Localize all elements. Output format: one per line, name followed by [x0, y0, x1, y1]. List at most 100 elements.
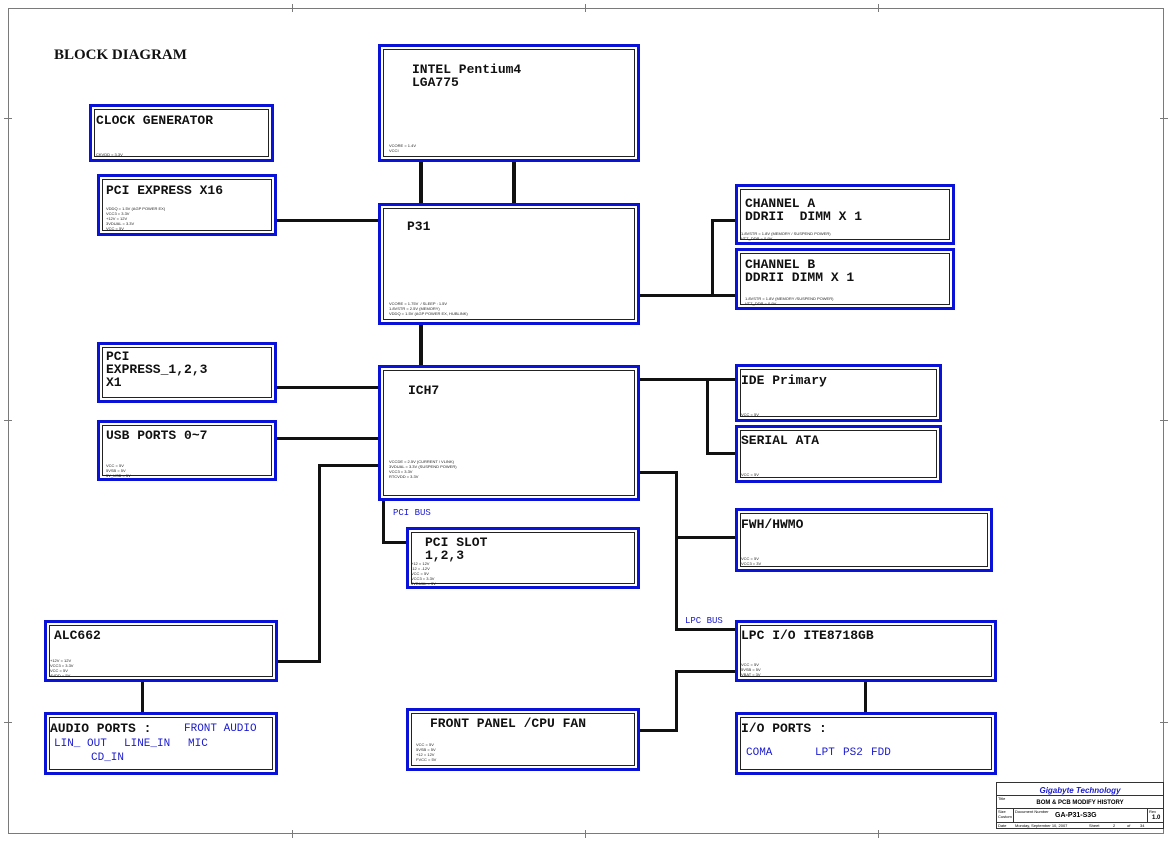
clock-generator-notes: CKVDD = 3.3V: [96, 152, 123, 157]
date-label: Date: [998, 823, 1007, 828]
cpu-block: [378, 44, 640, 162]
border-tick: [292, 830, 293, 838]
alc662-notes: +12V = 12V VCC3 = 3.3V VCC = 5V AVDD = 5…: [50, 658, 74, 678]
border-tick: [878, 830, 879, 838]
channel-b-block: [735, 248, 955, 310]
document-number: GA-P31-S3G: [1055, 812, 1097, 819]
usb-ports-notes: VCC = 5V 5VSB = 5V 5V_USB = 5V: [106, 463, 131, 478]
fwh-block: [735, 508, 993, 572]
diagram-heading: BLOCK DIAGRAM: [54, 47, 187, 63]
docnum-label-text: Document Number: [1015, 809, 1049, 814]
audio-item-mic: MIC: [188, 738, 208, 750]
usb-ports-title: USB PORTS 0~7: [106, 428, 208, 443]
title-subtitle: BOM & PCB MODIFY HISTORY: [1036, 800, 1124, 806]
audio-ports-title: AUDIO PORTS :: [50, 721, 152, 736]
lpc-io-title: LPC I/O ITE8718GB: [741, 628, 874, 643]
p31-block: [378, 203, 640, 325]
channel-a-block: [735, 184, 955, 245]
ich7-title: ICH7: [408, 383, 440, 398]
border-tick: [4, 722, 12, 723]
wire-ich7-ide: [640, 378, 735, 381]
wire-front-lpcio: [640, 729, 678, 732]
wire-pci-bus: [382, 500, 385, 543]
wire-ide-sata: [706, 378, 709, 455]
border-tick: [1160, 118, 1168, 119]
front-panel-title: FRONT PANEL /CPU FAN: [430, 716, 587, 731]
wire-lpc-fwh: [675, 536, 735, 539]
sheet-of-label: of: [1127, 823, 1131, 828]
rev-value: 1.0: [1152, 815, 1161, 821]
pci-bus-label: PCI BUS: [393, 508, 431, 518]
wire-ich7-sata: [706, 452, 735, 455]
lpc-bus-label: LPC BUS: [685, 616, 723, 626]
ide-notes: VCC = 5V: [741, 412, 759, 417]
wire-pcie123-ich7: [276, 386, 378, 389]
wire-pci-bus: [382, 541, 406, 544]
ich7-notes: VCCDE = 2.5V (CURRENT / VLINK) 3VDUAL = …: [389, 459, 457, 479]
lpc-io-block: [735, 620, 997, 682]
border-tick: [585, 830, 586, 838]
channel-a-notes: 1.8VSTR = 1.8V (MEMORY / SUSPEND POWER) …: [741, 231, 831, 241]
sheet-number: 2: [1113, 823, 1116, 828]
ide-block: [735, 364, 942, 422]
cpu-notes: VCORE = 1.4V VCCI: [389, 143, 417, 153]
clock-generator-block: [89, 104, 274, 162]
channel-b-title: CHANNEL B DDRII DIMM X 1: [745, 257, 855, 285]
pcie-x1-block: [97, 342, 277, 403]
wire-lpc-io: [675, 628, 735, 631]
wire-alc-audio: [141, 681, 144, 715]
date-value: Monday, September 10, 2007: [1015, 823, 1068, 828]
audio-item-cdin: CD_IN: [91, 752, 125, 764]
wire-cpu-p31: [512, 161, 516, 205]
drawing-border: [8, 8, 1164, 834]
wire-usb-ich7: [276, 437, 378, 440]
company-name: Gigabyte Technology: [1039, 786, 1121, 795]
pci-slot-title: PCI SLOT 1,2,3: [425, 535, 488, 563]
wire-pcie16-p31: [276, 219, 378, 222]
fwh-title: FWH/HWMO: [741, 517, 804, 532]
io-item-fdd: FDD: [871, 747, 891, 759]
wire-p31-ich7: [419, 324, 423, 365]
front-panel-notes: VCC = 5V 5VSB = 5V +12 = 12V FVCC = 5V: [416, 742, 437, 762]
wire-memory-cha: [711, 219, 735, 222]
p31-notes: VCORE = 1.75V / SLEEP : 1.5V 1.8VSTR = 2…: [389, 301, 468, 316]
size-value: Custom: [998, 814, 1012, 819]
title-label: Title: [998, 796, 1006, 801]
wire-lpcio-ioports: [864, 681, 867, 715]
sata-block: [735, 425, 942, 483]
title-block: Gigabyte Technology Title BOM & PCB MODI…: [996, 782, 1164, 829]
audio-item-lineout: LIN_ OUT: [54, 738, 107, 750]
p31-title: P31: [407, 219, 431, 234]
border-tick: [1160, 420, 1168, 421]
pcie-x1-title: PCI EXPRESS_1,2,3 X1: [106, 349, 208, 390]
alc662-title: ALC662: [54, 628, 101, 643]
border-tick: [585, 4, 586, 12]
sata-notes: VCC = 5V: [741, 472, 759, 477]
wire-alc-ich7: [276, 660, 321, 663]
pcie-x16-notes: VDDQ = 1.5V (AGP POWER EX) VCC3 = 3.3V +…: [106, 206, 166, 231]
cpu-title: INTEL Pentium4 LGA775: [412, 62, 522, 90]
sata-title: SERIAL ATA: [741, 433, 820, 448]
wire-alc-ich7: [318, 464, 378, 467]
wire-p31-memory: [640, 294, 713, 297]
pcie-x16-block: [97, 174, 277, 236]
sheet-total: 34: [1140, 823, 1145, 828]
border-tick: [1160, 722, 1168, 723]
front-panel-block: [406, 708, 640, 771]
fwh-notes: VCC = 5V VCC3 = 3V: [741, 556, 762, 566]
channel-a-title: CHANNEL A DDRII DIMM X 1: [745, 196, 863, 224]
ich7-block: [378, 365, 640, 501]
pci-slot-notes: +12 = 12V -12 = -12V VCC = 5V VCC3 = 3.3…: [411, 561, 436, 586]
audio-item-front: FRONT AUDIO: [184, 723, 257, 735]
wire-memory-chb: [711, 294, 735, 297]
size-label: Size: [998, 809, 1006, 814]
audio-ports-block: [44, 712, 278, 775]
rev-label: Rev: [1149, 809, 1157, 814]
wire-memory-bus: [711, 219, 714, 297]
wire-lpc-bus: [675, 471, 678, 631]
pci-slot-block: [406, 527, 640, 589]
pcie-x16-title: PCI EXPRESS X16: [106, 183, 224, 198]
io-item-coma: COMA: [746, 747, 773, 759]
io-ports-title: I/O PORTS :: [741, 721, 827, 736]
ide-title: IDE Primary: [741, 373, 827, 388]
